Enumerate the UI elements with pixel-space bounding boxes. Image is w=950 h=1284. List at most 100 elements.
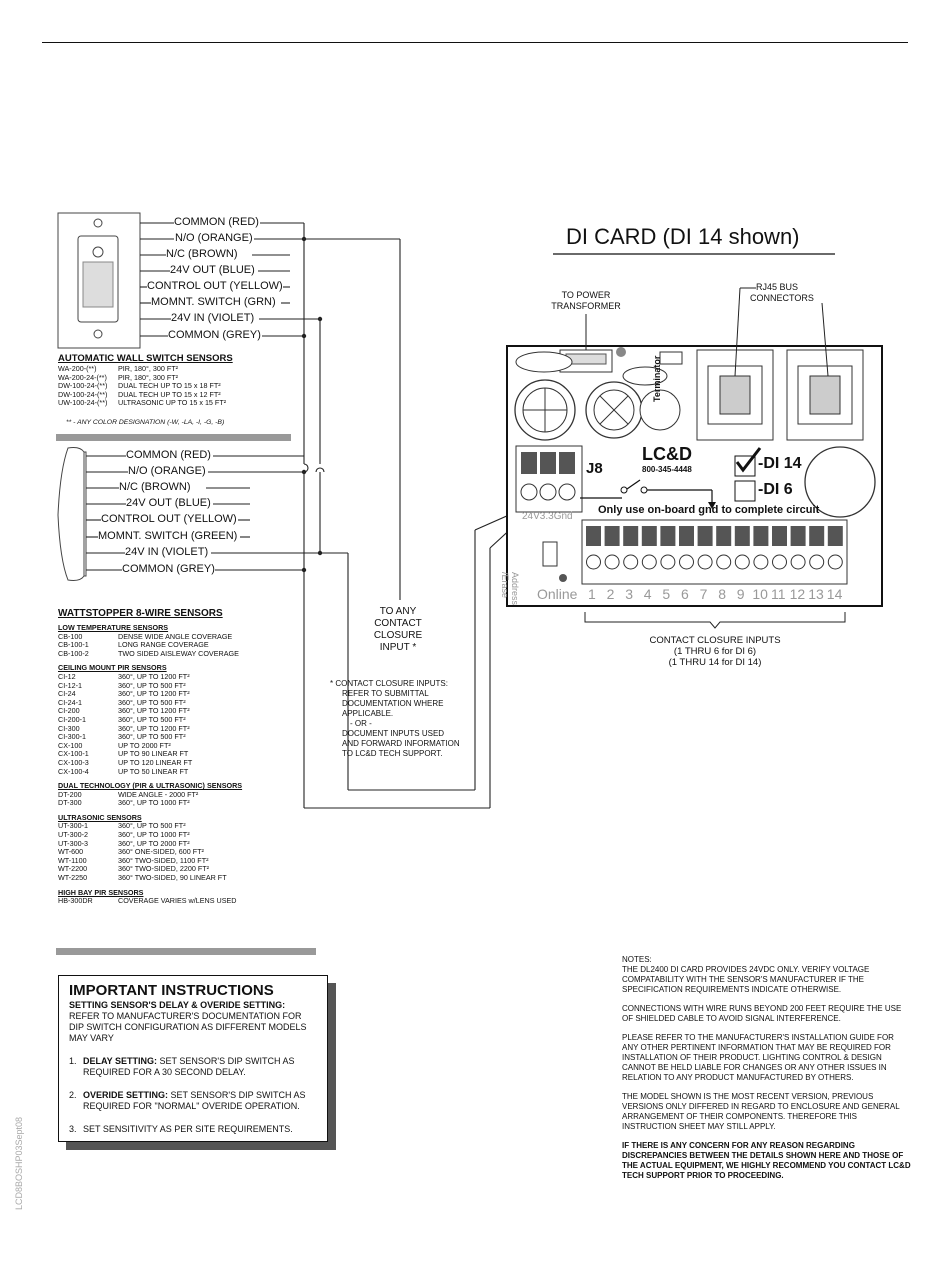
model: CB-100-1 [58,640,89,650]
input-terminal-13 [809,526,825,546]
desc: 360°, UP TO 500 FT² [118,821,186,831]
desc: 360° TWO-SIDED, 2200 FT² [118,864,210,874]
desc: 360°, UP TO 500 FT² [118,680,186,690]
desc: UP TO 120 LINEAR FT [118,757,193,767]
note-paragraph: PLEASE REFER TO THE MANUFACTURER'S INSTA… [622,1033,894,1082]
model: CI-300 [58,723,80,733]
desc: TWO SIDED AISLEWAY COVERAGE [118,648,239,658]
input-screw-14 [827,554,843,570]
wall-wire-label-5: MOMNT. SWITCH (GRN) [151,296,276,308]
list-item: UW-100-24-(**)ULTRASONIC UP TO 15 x 15 F… [58,399,226,408]
line: TO POWER [561,290,611,300]
ceiling-wire-label-5: MOMNT. SWITCH (GREEN) [98,530,238,542]
input-screw-13 [809,554,825,570]
instructions-subtitle: SETTING SENSOR'S DELAY & OVERIDE SETTING… [69,1000,286,1010]
input-terminal-strip [586,526,843,570]
model: CX-100-4 [58,766,89,776]
model: CX-100 [58,740,83,750]
input-screw-2 [604,554,620,570]
wall-wire-label-2: N/C (BROWN) [166,248,238,260]
list-item: UT-300-2 360°, UP TO 1000 FT² [58,830,242,840]
input-terminal-1 [586,526,601,546]
line: REFER TO SUBMITTAL [342,689,429,698]
desc: 360°, UP TO 500 FT² [118,714,186,724]
lcd-phone: 800-345-4448 [642,465,692,474]
power-transformer-label: TO POWER TRANSFORMER [540,290,632,312]
step-body: SET SENSOR'S DIP SWITCH AS REQUIRED FOR … [83,1056,295,1077]
line: TO ANY [379,606,417,617]
model: WA-200-24-(**) [58,372,107,382]
input-terminal-9 [734,526,750,546]
desc: DENSE WIDE ANGLE COVERAGE [118,631,233,641]
desc: 360°, UP TO 1200 FT² [118,671,190,681]
line: Address [510,572,520,606]
model: CI-24 [58,689,76,699]
input-screw-9 [734,554,750,570]
instructions-box: IMPORTANT INSTRUCTIONS SETTING SENSOR'S … [58,975,328,1142]
wall-wire-label-3: 24V OUT (BLUE) [170,264,255,276]
model: CB-100-2 [58,648,89,658]
desc: 360°, UP TO 1200 FT² [118,689,190,699]
desc: 360° TWO-SIDED, 90 LINEAR FT [118,873,227,883]
input-screw-3 [623,554,639,570]
input-terminal-3 [623,526,639,546]
input-number-5: 5 [662,586,671,602]
desc: UP TO 90 LINEAR FT [118,749,189,759]
list-item: DW-100-24-(**)DUAL TECH UP TO 15 x 18 FT… [58,382,226,391]
line: CLOSURE [373,630,423,641]
wall-wire-label-0: COMMON (RED) [174,216,259,228]
j8-label: J8 [586,460,603,477]
top-rule [42,42,908,43]
input-screw-4 [641,554,657,570]
input-screw-10 [753,554,769,570]
input-number-9: 9 [736,586,745,602]
desc: UP TO 50 LINEAR FT [118,766,189,776]
ceiling-wire-label-7: COMMON (GREY) [122,563,215,575]
line: (1 THRU 6 for DI 6) [673,646,757,657]
ceiling-wire-label-4: CONTROL OUT (YELLOW) [101,513,237,525]
input-number-7: 7 [699,586,708,602]
desc: PIR, 180°, 300 FT² [118,364,178,373]
input-number-11: 11 [771,586,786,602]
list-item: CI-24 360°, UP TO 1200 FT² [58,690,242,699]
line: DOCUMENTATION WHERE [342,699,444,708]
desc: 360°, UP TO 1000 FT² [118,830,190,840]
input-screw-8 [716,554,732,570]
input-terminal-7 [697,526,713,546]
list-item: 2. OVERIDE SETTING: SET SENSOR'S DIP SWI… [69,1090,317,1112]
wall-wire-label-7: COMMON (GREY) [168,329,261,341]
inputs-caption: CONTACT CLOSURE INPUTS (1 THRU 6 for DI … [630,635,800,668]
di6-label: -DI 6 [758,481,793,498]
input-terminal-14 [827,526,843,546]
model: DT-300 [58,798,82,808]
wall-wire-label-6: 24V IN (VIOLET) [171,312,255,324]
line: APPLICABLE. [342,709,394,718]
note-warning: IF THERE IS ANY CONCERN FOR ANY REASON R… [622,1141,911,1180]
desc: 360° TWO-SIDED, 1100 FT² [118,855,209,865]
ceiling-wire-label-3: 24V OUT (BLUE) [126,497,211,509]
list-item: CB-100-2 TWO SIDED AISLEWAY COVERAGE [58,648,242,659]
input-terminal-5 [660,526,676,546]
input-number-14: 14 [826,586,843,602]
input-terminal-2 [604,526,620,546]
wall-switch-title: AUTOMATIC WALL SWITCH SENSORS [58,353,233,364]
input-number-12: 12 [789,586,806,602]
input-number-2: 2 [606,586,615,602]
model: CI-200 [58,706,80,716]
model: UT-300-2 [58,830,88,840]
input-screw-1 [586,554,601,570]
desc: 360°, UP TO 2000 FT² [118,838,190,848]
wall-wire-label-1: N/O (ORANGE) [175,232,253,244]
model: CI-24-1 [58,697,82,707]
